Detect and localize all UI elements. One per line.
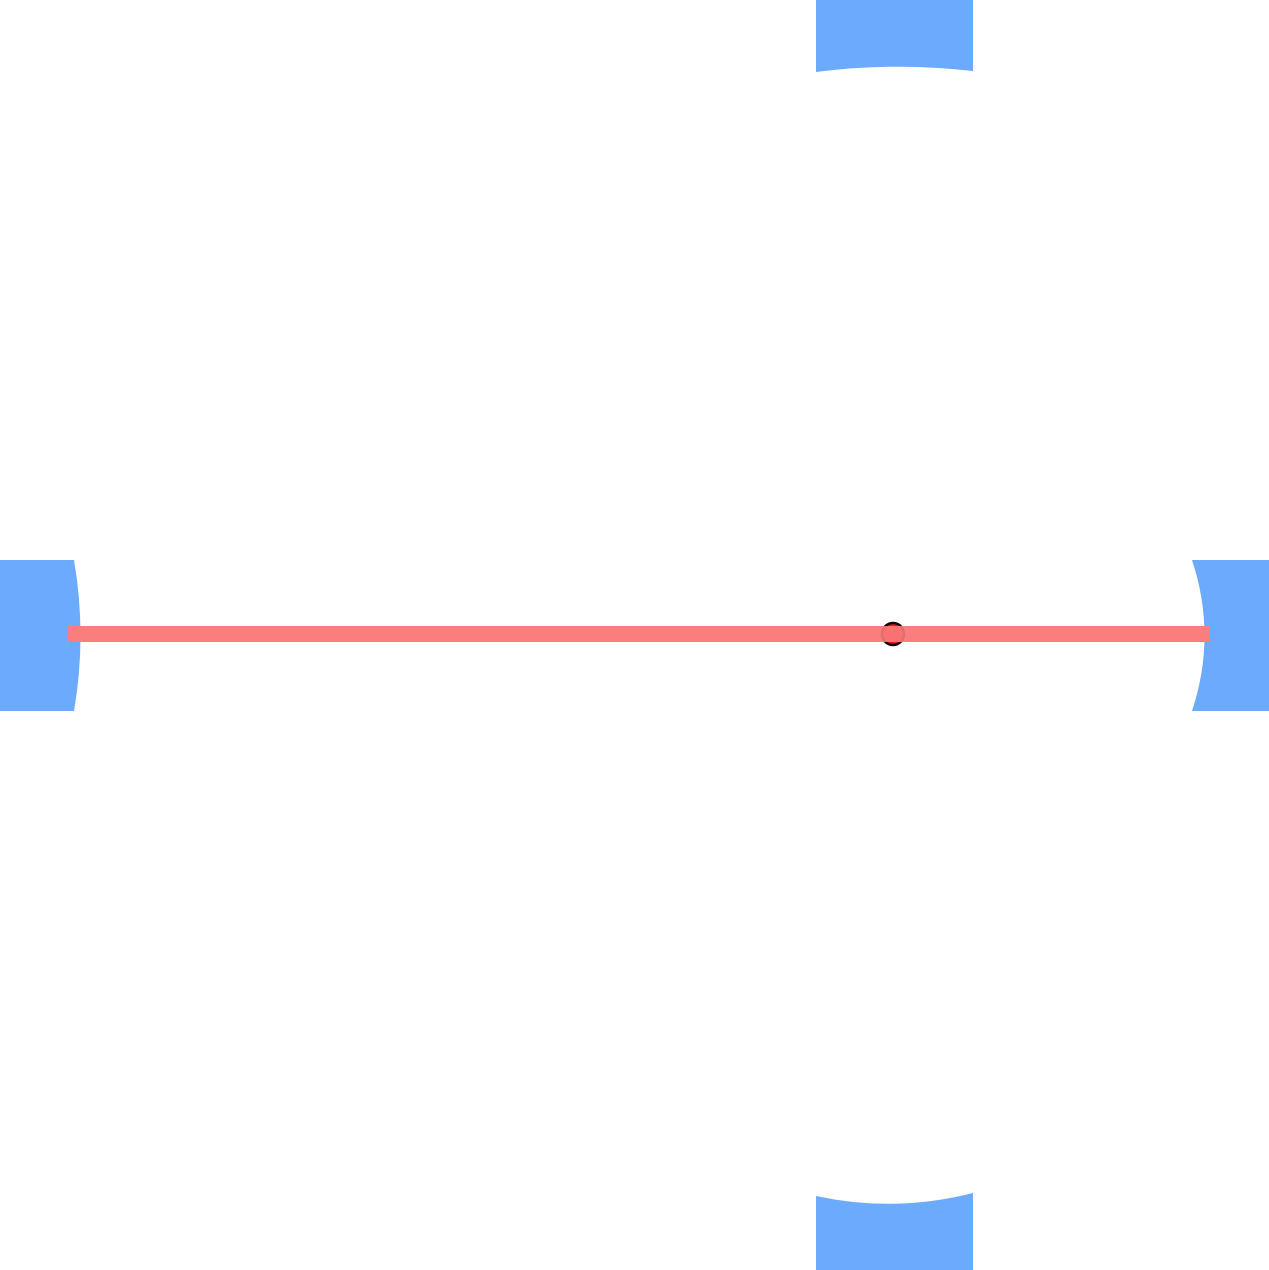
cavity-beam-overlay [868, 626, 918, 642]
left-mirror-shape [0, 560, 81, 711]
right-mirror-shape [1192, 560, 1269, 711]
bottom-mirror-shape [816, 1193, 973, 1270]
top-mirror-shape [816, 0, 973, 72]
cavity-beam-line [68, 626, 1210, 642]
